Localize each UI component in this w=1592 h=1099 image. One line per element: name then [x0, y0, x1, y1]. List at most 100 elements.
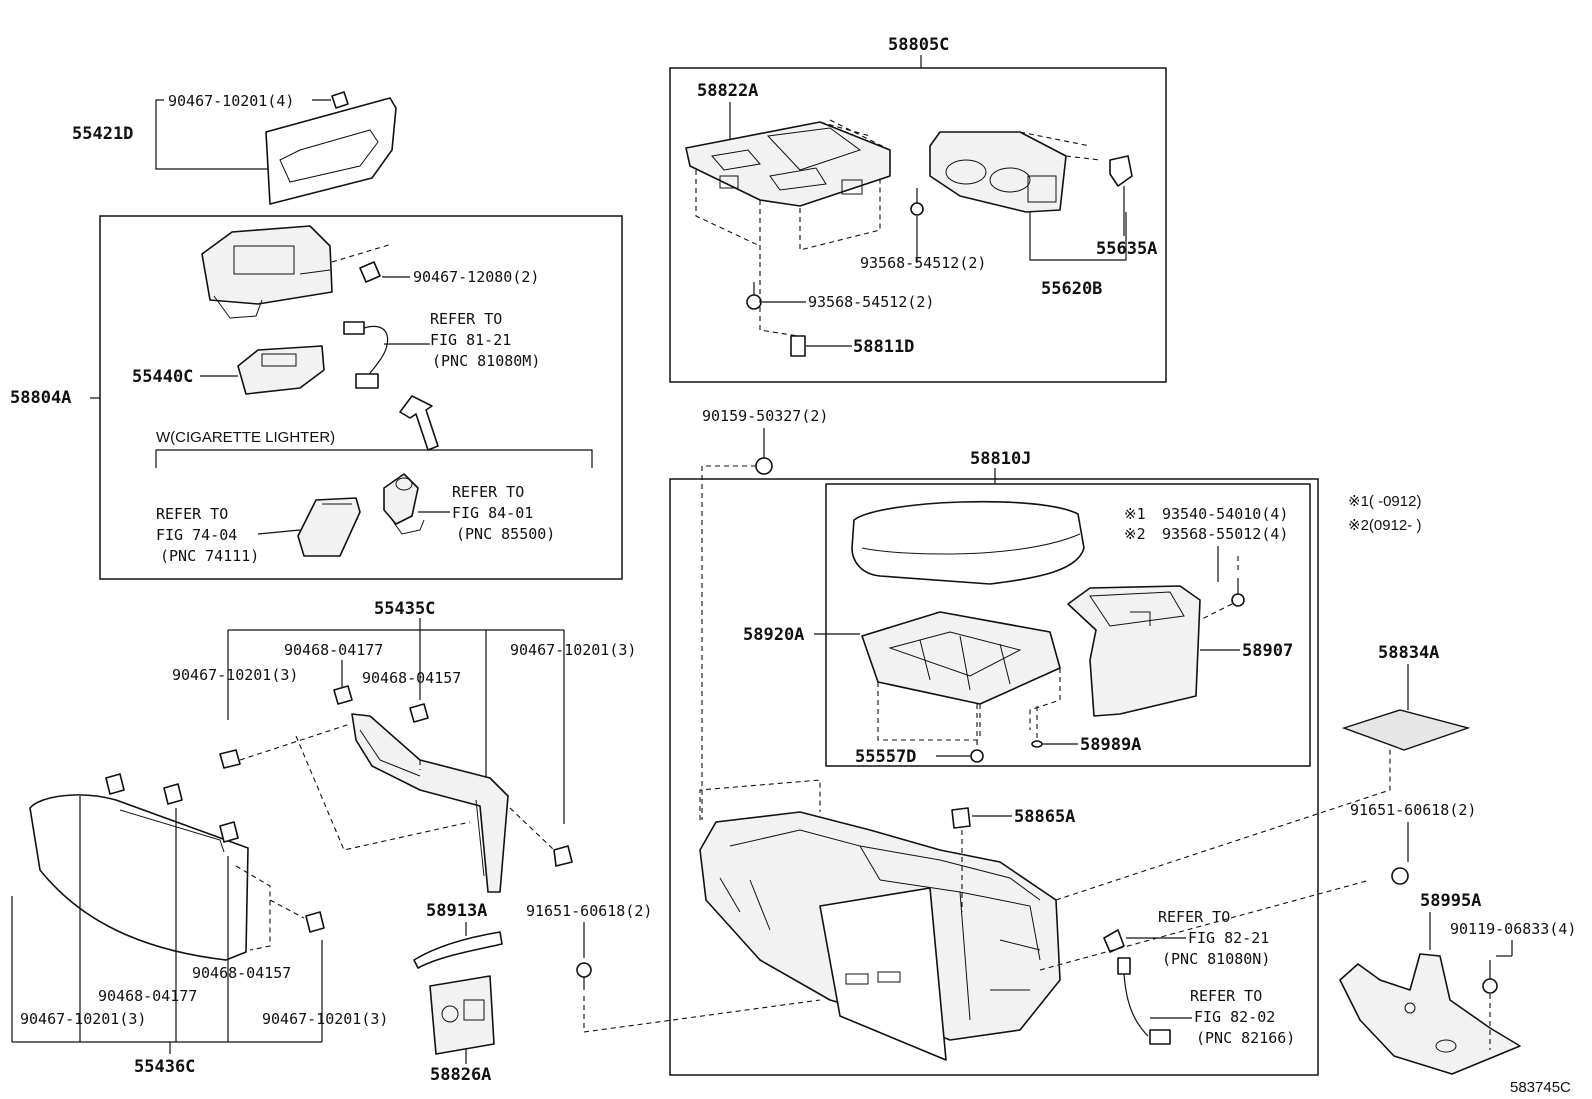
- refer2-line3: (PNC 74111): [160, 547, 259, 565]
- label-93568-54512-a: 93568-54512(2): [860, 254, 986, 272]
- label-58920a: 58920A: [743, 625, 804, 645]
- label-93540-54010: 93540-54010(4): [1162, 505, 1288, 523]
- screw-icon: [576, 962, 592, 990]
- label-93568-55012: 93568-55012(4): [1162, 525, 1288, 543]
- refer4-line1: REFER TO: [1158, 908, 1230, 926]
- bracket-58995a-part: [1339, 953, 1521, 1075]
- label-90467-10201-3-d: 90467-10201(3): [262, 1010, 388, 1028]
- console-upper-part: [201, 225, 333, 319]
- screw-icon: [1231, 578, 1245, 607]
- label-58826a: 58826A: [430, 1065, 491, 1085]
- label-90467-10201-3-a: 90467-10201(3): [172, 666, 298, 684]
- label-55421d: 55421D: [72, 124, 133, 144]
- label-90468-04157-bot: 90468-04157: [192, 964, 291, 982]
- label-90119-06833: 90119-06833(4): [1450, 920, 1576, 938]
- bolt-icon: [1482, 960, 1498, 994]
- lid-frame-part: [1067, 585, 1201, 717]
- screw-icon: [910, 188, 924, 216]
- clip-55635a-icon: [1109, 155, 1133, 187]
- clip-icon: [105, 773, 125, 795]
- note-2: ※2(0912- ): [1348, 517, 1421, 534]
- mark1: ※1: [1124, 505, 1146, 523]
- clip-icon: [409, 703, 429, 723]
- clip-icon: [359, 261, 381, 283]
- refer1-line2: FIG 81-21: [430, 331, 511, 349]
- clip-58865a-icon: [951, 807, 971, 829]
- label-55436c: 55436C: [134, 1057, 195, 1077]
- screw-icon: [755, 457, 773, 475]
- clip-icon: [163, 783, 183, 805]
- label-55557d: 55557D: [855, 747, 916, 767]
- screw-icon: [1391, 867, 1409, 885]
- label-55620b: 55620B: [1041, 279, 1102, 299]
- note-1: ※1( -0912): [1348, 493, 1421, 510]
- refer4-line3: (PNC 81080N): [1162, 950, 1270, 968]
- clip-icon: [305, 911, 325, 933]
- label-90159-50327: 90159-50327(2): [702, 407, 828, 425]
- label-90468-04177-bot: 90468-04177: [98, 987, 197, 1005]
- panel-58826a-part: [429, 975, 495, 1055]
- refer1-line1: REFER TO: [430, 310, 502, 328]
- label-58811d: 58811D: [853, 337, 914, 357]
- label-90468-04177-top: 90468-04177: [284, 641, 383, 659]
- label-90467-10201-3-c: 90467-10201(3): [20, 1010, 146, 1028]
- clip-icon: [219, 821, 239, 843]
- label-58822a: 58822A: [697, 81, 758, 101]
- mark2: ※2: [1124, 525, 1146, 543]
- figure-code: 583745C: [1510, 1079, 1571, 1096]
- side-panel-55435c-part: [351, 713, 509, 893]
- tray-55440c-part: [237, 345, 325, 395]
- label-58907: 58907: [1242, 641, 1293, 661]
- screw-icon: [746, 282, 762, 310]
- shift-panel-part: [685, 121, 891, 207]
- clip-icon: [333, 685, 353, 705]
- label-58989a: 58989A: [1080, 735, 1141, 755]
- up-arrow-icon: [399, 395, 439, 451]
- refer4-line2: FIG 82-21: [1188, 929, 1269, 947]
- hinge-part: [861, 611, 1061, 705]
- label-90468-04157-top: 90468-04157: [362, 669, 461, 687]
- label-58805c: 58805C: [888, 35, 949, 55]
- trim-58913a-part: [413, 931, 503, 969]
- label-91651-60618-left: 91651-60618(2): [526, 902, 652, 920]
- label-90467-10201-3-b: 90467-10201(3): [510, 641, 636, 659]
- label-w-cigarette-lighter: W(CIGARETTE LIGHTER): [156, 429, 335, 446]
- label-90467-12080: 90467-12080(2): [413, 268, 539, 286]
- label-55435c: 55435C: [374, 599, 435, 619]
- connector-icon: [1103, 929, 1125, 953]
- label-58913a: 58913A: [426, 901, 487, 921]
- refer2-line2: FIG 74-04: [156, 526, 237, 544]
- clip-58811d-icon: [790, 335, 806, 357]
- refer1-line3: (PNC 81080M): [432, 352, 540, 370]
- label-90467-10201-4: 90467-10201(4): [168, 92, 294, 110]
- refer3-line1: REFER TO: [452, 483, 524, 501]
- refer5-line2: FIG 82-02: [1194, 1008, 1275, 1026]
- label-58834a: 58834A: [1378, 643, 1439, 663]
- label-55635a: 55635A: [1096, 239, 1157, 259]
- group-box-58810j: [669, 478, 1319, 1076]
- cushion-icon: [1031, 740, 1043, 748]
- label-58995a: 58995A: [1420, 891, 1481, 911]
- label-58865a: 58865A: [1014, 807, 1075, 827]
- console-body-part: [699, 811, 1061, 1061]
- refer3-line2: FIG 84-01: [452, 504, 533, 522]
- lighter-pocket-part: [297, 497, 361, 557]
- clip-icon: [553, 845, 573, 867]
- label-55440c: 55440C: [132, 367, 193, 387]
- side-trim-55436c-part: [29, 794, 249, 961]
- refer2-line1: REFER TO: [156, 505, 228, 523]
- clip-icon: [331, 91, 349, 109]
- refer5-line1: REFER TO: [1190, 987, 1262, 1005]
- refer5-line3: (PNC 82166): [1196, 1029, 1295, 1047]
- label-93568-54512-b: 93568-54512(2): [808, 293, 934, 311]
- wire-harness-icon: [343, 321, 389, 389]
- label-58804a: 58804A: [10, 388, 71, 408]
- refer3-line3: (PNC 85500): [456, 525, 555, 543]
- panel-55421d-part: [265, 97, 397, 205]
- label-91651-60618-right: 91651-60618(2): [1350, 801, 1476, 819]
- group-box-58810j-inner: [825, 483, 1311, 767]
- pad-58834a-part: [1341, 709, 1471, 751]
- label-58810j: 58810J: [970, 449, 1031, 469]
